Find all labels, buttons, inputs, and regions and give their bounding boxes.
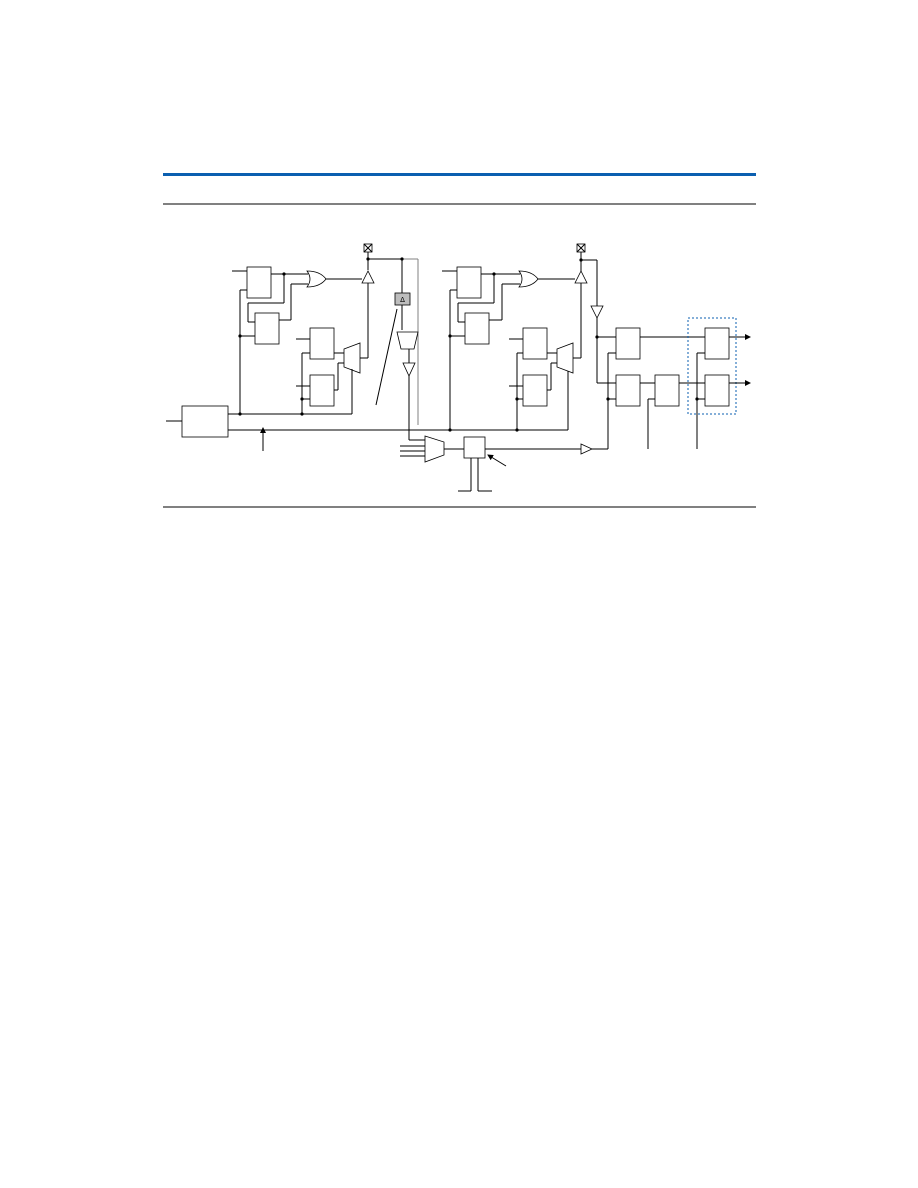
register-icon bbox=[309, 374, 335, 407]
register-icon bbox=[246, 266, 272, 299]
register-icon bbox=[704, 374, 730, 407]
delay-symbol: Δ bbox=[400, 296, 405, 304]
buffer-icon bbox=[580, 443, 593, 455]
dotted-register-group bbox=[687, 317, 737, 415]
pad-x-icon bbox=[363, 243, 373, 253]
mux-icon bbox=[343, 342, 361, 374]
mux-icon bbox=[556, 342, 574, 374]
mux-icon bbox=[396, 331, 419, 350]
buffer-icon bbox=[402, 362, 416, 377]
pad-x-icon bbox=[576, 243, 586, 253]
register-icon bbox=[309, 327, 335, 360]
register-icon bbox=[254, 312, 280, 345]
register-icon bbox=[522, 374, 548, 407]
register-icon bbox=[615, 374, 641, 407]
left-output-group bbox=[232, 243, 402, 416]
register-icon bbox=[456, 266, 482, 299]
buffer-icon bbox=[574, 270, 588, 284]
input-register-group bbox=[590, 305, 751, 450]
buffer-icon bbox=[361, 270, 375, 284]
register-icon bbox=[463, 436, 486, 459]
register-icon bbox=[522, 327, 548, 360]
register-icon bbox=[464, 312, 490, 345]
mux-icon bbox=[424, 435, 445, 463]
buffer-icon bbox=[590, 305, 604, 319]
or-gate-icon bbox=[306, 270, 327, 288]
header-rule-blue bbox=[163, 173, 756, 176]
center-input-group: Δ bbox=[375, 257, 601, 492]
register-icon bbox=[615, 327, 641, 360]
register-icon bbox=[704, 327, 730, 360]
right-output-group bbox=[442, 243, 598, 430]
register-icon bbox=[181, 405, 229, 438]
register-icon bbox=[654, 374, 680, 407]
control-block-group bbox=[166, 351, 569, 451]
or-gate-icon bbox=[518, 270, 539, 288]
